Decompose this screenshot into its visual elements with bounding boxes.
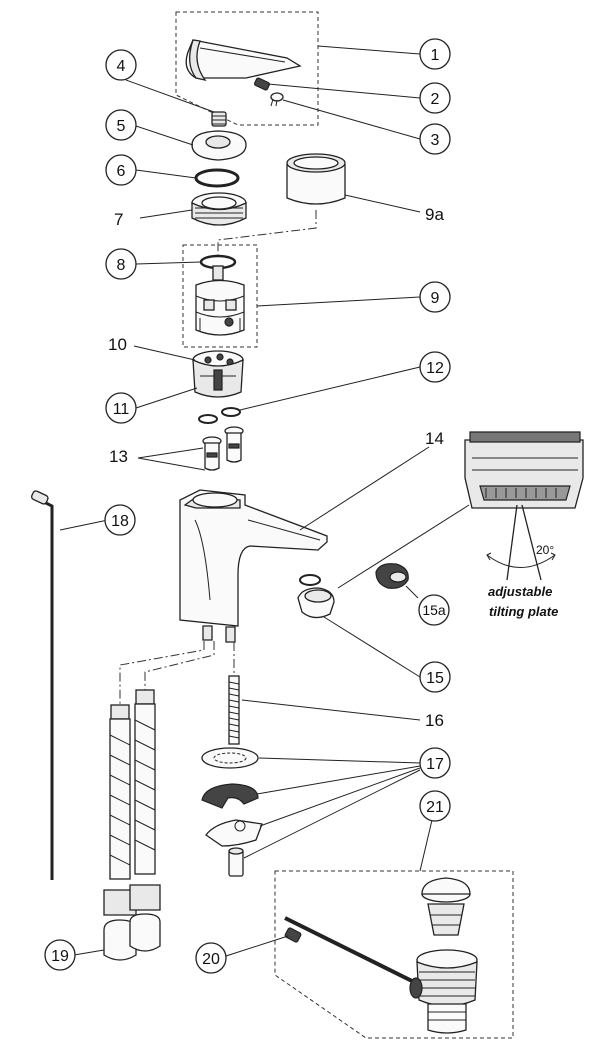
callout-2: 2 <box>419 82 451 114</box>
axis-line-hoses <box>119 641 215 705</box>
svg-text:21: 21 <box>426 799 444 816</box>
fixing-washer <box>201 747 259 769</box>
label-10: 10 <box>108 335 127 354</box>
svg-text:5: 5 <box>117 118 126 135</box>
group-box-handle <box>175 11 319 126</box>
callout-11: 11 <box>105 392 137 424</box>
svg-text:9: 9 <box>431 290 440 307</box>
svg-text:17: 17 <box>426 756 444 773</box>
svg-text:2: 2 <box>431 91 440 108</box>
aerator-15a <box>375 563 409 589</box>
svg-text:19: 19 <box>51 948 69 965</box>
o-ring-top <box>194 168 240 188</box>
svg-text:12: 12 <box>426 360 444 377</box>
handle-lever <box>185 39 302 82</box>
callout-18: 18 <box>104 504 136 536</box>
leader-lines <box>59 45 433 957</box>
callout-15a: 15a <box>418 594 450 626</box>
svg-text:1: 1 <box>431 47 440 64</box>
flexible-hose-right <box>129 689 161 952</box>
label-7: 7 <box>114 210 123 229</box>
label-14: 14 <box>425 429 444 448</box>
tap-body <box>179 489 328 643</box>
small-screw <box>270 92 284 107</box>
callout-17: 17 <box>419 747 451 779</box>
svg-text:4: 4 <box>117 58 126 75</box>
callout-4: 4 <box>105 49 137 81</box>
o-ring-12b <box>221 407 241 417</box>
callout-5: 5 <box>105 109 137 141</box>
threaded-nut <box>191 192 247 226</box>
fixing-plate <box>205 819 263 847</box>
callout-9: 9 <box>419 281 451 313</box>
group-box-waste <box>274 870 514 1039</box>
svg-text:15a: 15a <box>422 602 446 618</box>
svg-text:6: 6 <box>117 163 126 180</box>
svg-text:15: 15 <box>426 670 444 687</box>
fixing-nut <box>228 847 244 877</box>
callout-21: 21 <box>419 790 451 822</box>
aerator-washer <box>299 574 321 586</box>
grub-screw <box>254 77 270 91</box>
axis-line-9a <box>217 210 317 258</box>
o-ring-12a <box>198 414 218 424</box>
svg-text:11: 11 <box>113 401 130 418</box>
cartridge-base <box>192 350 244 398</box>
aerator-15 <box>297 587 335 619</box>
threaded-rod <box>228 675 240 745</box>
callout-6: 6 <box>105 154 137 186</box>
svg-text:18: 18 <box>111 513 129 530</box>
svg-text:20: 20 <box>202 951 220 968</box>
callout-15: 15 <box>419 661 451 693</box>
aerator-cutaway-inset <box>464 431 584 581</box>
callout-3: 3 <box>419 123 451 155</box>
callout-20: 20 <box>195 942 227 974</box>
label-16: 16 <box>425 711 444 730</box>
callout-1: 1 <box>419 38 451 70</box>
fixing-horseshoe <box>201 783 259 809</box>
group-box-cartridge <box>182 244 258 348</box>
pop-up-rod <box>30 490 54 880</box>
callout-8: 8 <box>105 248 137 280</box>
cartridge-cap <box>286 153 346 205</box>
callout-12: 12 <box>419 351 451 383</box>
svg-text:8: 8 <box>117 257 126 274</box>
waste-plug <box>409 877 478 1034</box>
tilting-plate-note-line1: adjustable <box>488 584 552 599</box>
svg-text:3: 3 <box>431 132 440 149</box>
waste-pull-rod <box>284 916 421 987</box>
label-9a: 9a <box>425 205 444 224</box>
callout-19: 19 <box>44 939 76 971</box>
small-nut <box>211 111 227 127</box>
inlet-tubes <box>202 426 244 471</box>
cartridge <box>195 265 245 336</box>
tilt-angle-label: 20° <box>536 543 554 557</box>
inset-leader <box>337 504 470 589</box>
label-13: 13 <box>109 447 128 466</box>
tilting-plate-note-line2: tilting plate <box>489 604 558 619</box>
cover-cap <box>191 130 247 161</box>
